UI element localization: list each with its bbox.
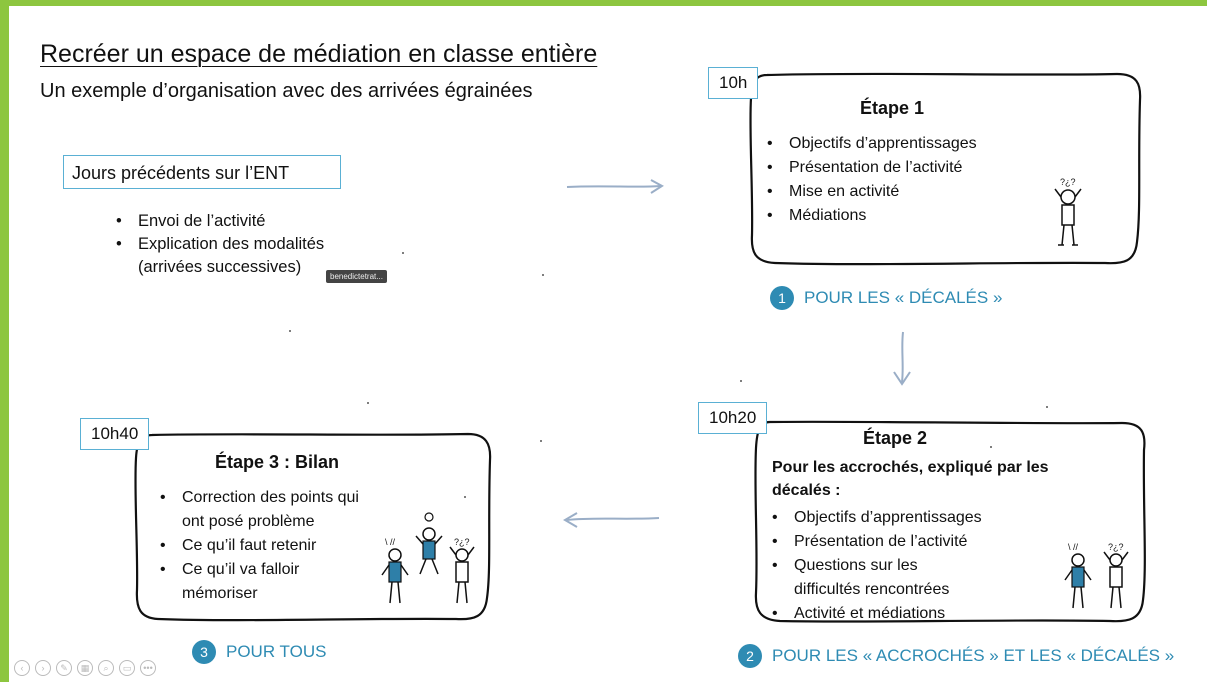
ent-heading: Jours précédents sur l’ENT xyxy=(63,155,341,189)
confused-person-icon: ?¿? xyxy=(449,537,475,604)
step3-card: Étape 3 : Bilan Correction des points qu… xyxy=(130,430,495,625)
svg-text:?¿?: ?¿? xyxy=(1108,542,1124,552)
left-accent-bar xyxy=(0,0,9,682)
ink-dot xyxy=(289,330,291,332)
step1-time-tag: 10h xyxy=(708,67,759,99)
author-tooltip: benedictetrat... xyxy=(326,270,387,283)
zoom-icon[interactable]: ⌕ xyxy=(98,660,114,676)
step2-time-tag: 10h20 xyxy=(698,402,768,434)
step2-item: Présentation de l’activité xyxy=(766,530,1056,554)
ink-dot xyxy=(1046,406,1048,408)
step1-title: Étape 1 xyxy=(860,98,925,118)
svg-text:?¿?: ?¿? xyxy=(454,537,470,547)
ent-item: Envoi de l’activité xyxy=(110,210,410,233)
slide-title: Recréer un espace de médiation en classe… xyxy=(40,40,598,68)
subtitles-icon[interactable]: ▭ xyxy=(119,660,135,676)
step3-badge-label: POUR TOUS xyxy=(226,642,327,661)
step1-list: Objectifs d’apprentissages Présentation … xyxy=(761,132,1061,228)
arrow-down xyxy=(893,331,911,386)
raised-hand-person-icon: \ // xyxy=(1064,542,1092,609)
top-accent-bar xyxy=(0,0,1207,6)
ink-dot xyxy=(402,252,404,254)
step2-badge-label: POUR LES « ACCROCHÉS » ET LES « DÉCALÉS … xyxy=(772,646,1175,665)
step2-list: Objectifs d’apprentissages Présentation … xyxy=(766,506,1056,626)
ink-dot xyxy=(990,446,992,448)
presenter-controls: ‹ › ✎ ▦ ⌕ ▭ ••• xyxy=(14,660,156,676)
arrow-right xyxy=(566,179,664,194)
raised-hand-person-icon: \ // xyxy=(381,537,409,604)
ink-dot xyxy=(464,496,466,498)
previous-slide-icon[interactable]: ‹ xyxy=(14,660,30,676)
step2-badge-number: 2 xyxy=(738,644,762,668)
step2-intro: Pour les accrochés, expliqué par les déc… xyxy=(772,459,1049,499)
step2-badge: 2 POUR LES « ACCROCHÉS » ET LES « DÉCALÉ… xyxy=(738,644,1174,668)
confused-person-icon: ?¿? xyxy=(1054,177,1082,246)
step2-item: Activité et médiations xyxy=(766,602,1056,626)
step3-badge-number: 3 xyxy=(192,640,216,664)
step1-item: Présentation de l’activité xyxy=(761,156,1061,180)
idea-person-icon xyxy=(415,512,443,575)
step1-item: Mise en activité xyxy=(761,180,1061,204)
ink-dot xyxy=(740,380,742,382)
ink-dot xyxy=(367,402,369,404)
arrow-left xyxy=(563,512,660,528)
step1-card: Étape 1 Objectifs d’apprentissages Prése… xyxy=(745,70,1145,270)
step2-frame xyxy=(754,420,1146,623)
step3-frame xyxy=(134,432,492,622)
step3-item: Ce qu’il faut retenir xyxy=(154,534,369,558)
step1-item: Médiations xyxy=(761,204,1061,228)
step3-time-tag: 10h40 xyxy=(80,418,150,450)
svg-text:\ //: \ // xyxy=(385,537,396,547)
ent-item: Explication des modalités (arrivées succ… xyxy=(110,233,378,279)
step2-item: Questions sur les difficultés rencontrée… xyxy=(766,554,984,602)
slides-grid-icon[interactable]: ▦ xyxy=(77,660,93,676)
ink-dot xyxy=(540,440,542,442)
step3-item: Correction des points qui ont posé probl… xyxy=(154,486,369,534)
step3-title: Étape 3 : Bilan xyxy=(215,452,340,472)
step1-item: Objectifs d’apprentissages xyxy=(761,132,1061,156)
step3-badge: 3 POUR TOUS xyxy=(192,640,326,664)
pen-icon[interactable]: ✎ xyxy=(56,660,72,676)
ink-dot xyxy=(542,274,544,276)
next-slide-icon[interactable]: › xyxy=(35,660,51,676)
step2-item: Objectifs d’apprentissages xyxy=(766,506,1056,530)
svg-text:\ //: \ // xyxy=(1068,542,1079,552)
svg-text:?¿?: ?¿? xyxy=(1060,177,1076,187)
ent-list: Envoi de l’activité Explication des moda… xyxy=(110,210,410,279)
step3-list: Correction des points qui ont posé probl… xyxy=(154,486,369,606)
step3-item: Ce qu’il va falloir mémoriser xyxy=(154,558,342,606)
step1-badge-label: POUR LES « DÉCALÉS » xyxy=(804,288,1003,307)
step2-card: Étape 2 Pour les accrochés, expliqué par… xyxy=(750,418,1150,628)
step1-frame xyxy=(749,72,1142,266)
step2-title: Étape 2 xyxy=(863,428,928,448)
step1-badge: 1 POUR LES « DÉCALÉS » xyxy=(770,286,1002,310)
step1-badge-number: 1 xyxy=(770,286,794,310)
slide-subtitle: Un exemple d’organisation avec des arriv… xyxy=(40,80,533,102)
more-options-icon[interactable]: ••• xyxy=(140,660,156,676)
confused-person-icon: ?¿? xyxy=(1103,542,1129,609)
